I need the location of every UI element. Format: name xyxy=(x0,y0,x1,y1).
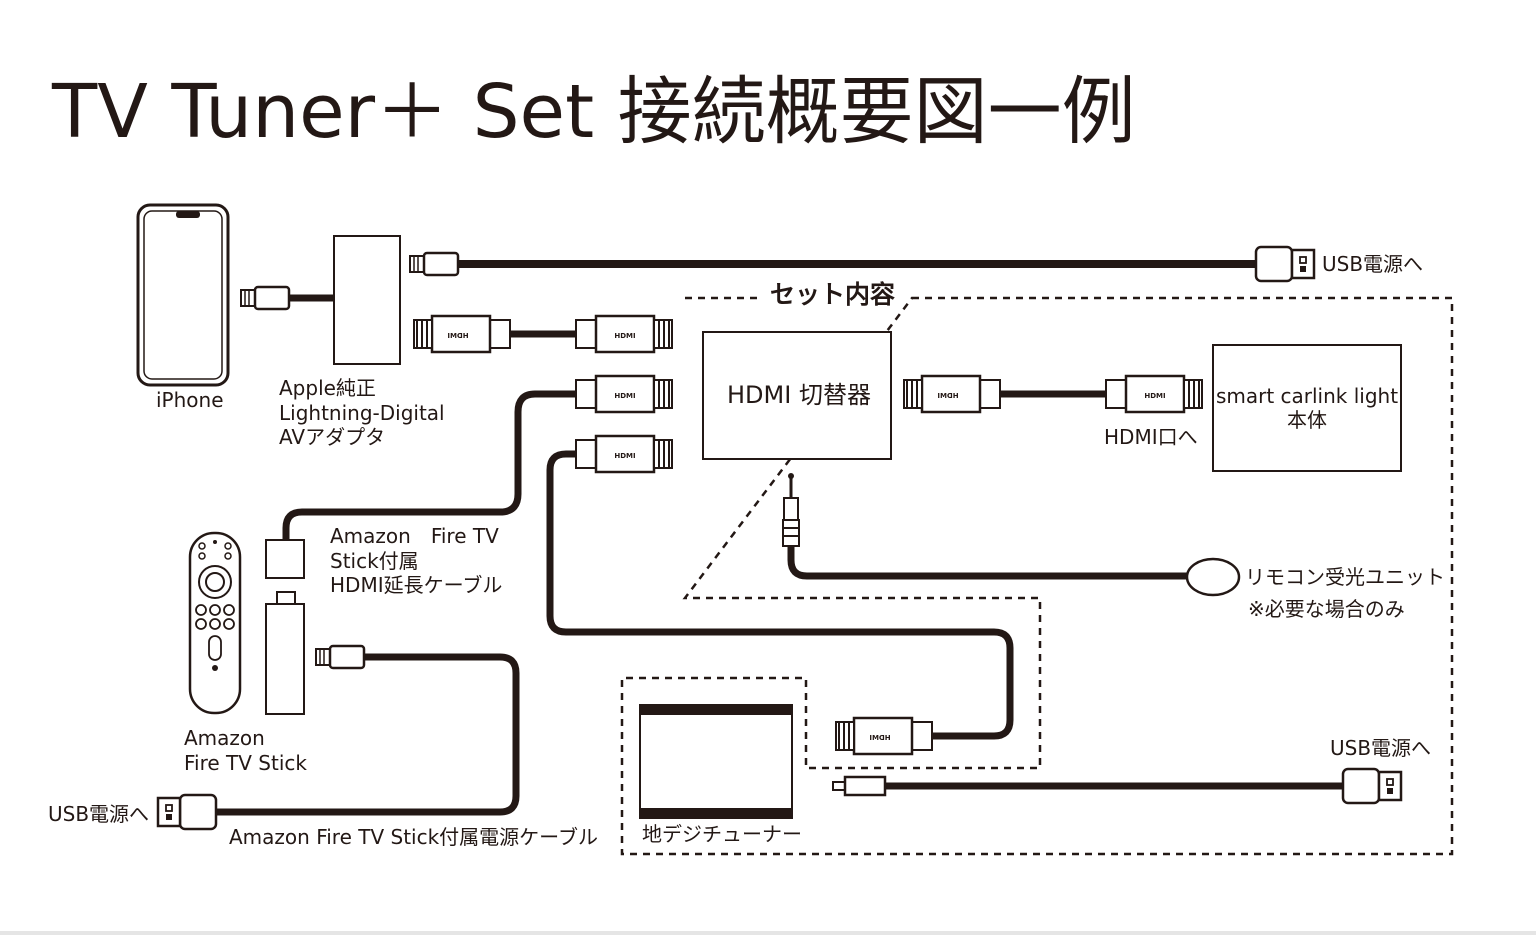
lightning-cable xyxy=(239,285,334,311)
remote-receiver-label: リモコン受光ユニット xyxy=(1245,565,1445,589)
fire-tv-remote xyxy=(188,531,242,715)
hdmi-mark-1: HDMI xyxy=(447,332,468,340)
extension-cable-label-line1: Amazon Fire TV xyxy=(330,524,499,548)
hdmi-mark-5: HDMI xyxy=(937,392,958,400)
hdmi-mark-2: HDMI xyxy=(614,332,635,340)
hdmi-connector-marks: HDMI HDMI HDMI HDMI HDMI HDMI HDMI xyxy=(447,332,1165,742)
page-title: TV Tuner＋ Set 接続概要図一例 xyxy=(52,69,1136,155)
hdmi-cable-tuner xyxy=(546,434,1014,756)
hdmi-mark-6: HDMI xyxy=(1144,392,1165,400)
hdmi-extension-cable xyxy=(265,374,674,579)
remote-receiver-cable xyxy=(782,473,1241,597)
usb-power-label-left: USB電源へ xyxy=(48,802,150,826)
hdmi-switch-label: HDMI 切替器 xyxy=(727,381,871,409)
hdmi-switch-box xyxy=(702,331,892,460)
adapter-label-line2: Lightning-Digital xyxy=(279,401,445,425)
power-cable-label: Amazon Fire TV Stick付属電源ケーブル xyxy=(229,825,598,849)
bottom-rule xyxy=(0,931,1536,935)
av-adapter xyxy=(333,235,401,365)
set-contents-outline xyxy=(620,296,1454,856)
extension-cable-label-line3: HDMI延長ケーブル xyxy=(330,573,503,597)
firetv-label-line2: Fire TV Stick xyxy=(184,751,307,775)
tuner-power-cable xyxy=(832,767,1403,805)
adapter-label-line1: Apple純正 xyxy=(279,376,376,400)
hdmi-mark-3: HDMI xyxy=(614,392,635,400)
hdmi-port-label: HDMI口へ xyxy=(1104,425,1198,449)
tuner-box xyxy=(639,704,793,819)
carlink-label-line2: 本体 xyxy=(1287,408,1327,432)
hdmi-mark-4: HDMI xyxy=(614,452,635,460)
hdmi-mark-7: HDMI xyxy=(869,734,890,742)
tuner-label: 地デジチューナー xyxy=(642,822,802,846)
usb-power-label-top: USB電源へ xyxy=(1322,252,1424,276)
remote-receiver-note: ※必要な場合のみ xyxy=(1248,597,1405,621)
iphone-label: iPhone xyxy=(156,388,224,412)
carlink-label-line1: smart carlink light xyxy=(1215,384,1399,408)
firetv-label-line1: Amazon xyxy=(184,726,265,750)
hdmi-cable-switch-to-carlink xyxy=(902,374,1204,414)
set-contents-label: セット内容 xyxy=(770,280,896,309)
adapter-label-line3: AVアダプタ xyxy=(279,425,386,449)
usb-power-label-right: USB電源へ xyxy=(1330,736,1432,760)
usb-cable-top xyxy=(408,245,1316,283)
carlink-box xyxy=(1212,344,1402,472)
fire-tv-stick xyxy=(265,591,305,715)
hdmi-cable-adapter-to-switch xyxy=(412,314,674,354)
iphone-illustration xyxy=(136,203,230,387)
extension-cable-label-line2: Stick付属 xyxy=(330,549,419,573)
fire-tv-power-cable xyxy=(156,644,520,831)
